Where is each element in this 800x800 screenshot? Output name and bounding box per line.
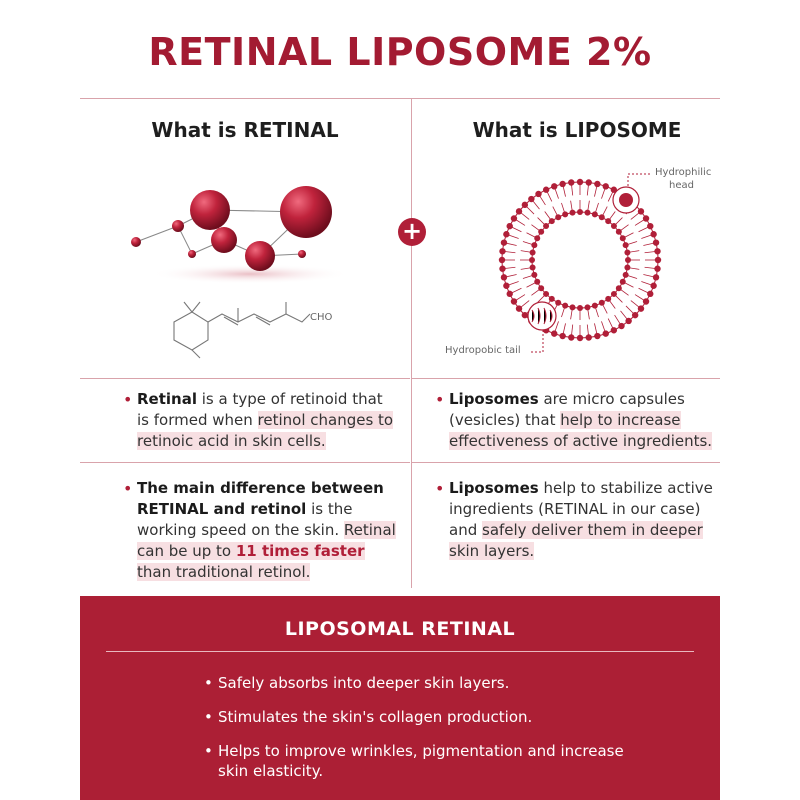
bullet-dot: • xyxy=(204,674,213,692)
atom-1 xyxy=(131,237,141,247)
panel-item: •Stimulates the skin's collagen producti… xyxy=(204,708,533,726)
atom-4 xyxy=(211,227,237,253)
page-title: RETINAL LIPOSOME 2% xyxy=(148,30,652,74)
hydrophobic-tail-zoom xyxy=(527,301,557,331)
atom-3 xyxy=(190,190,230,230)
liposome-bullet-1: • Liposomes are micro capsules (vesicles… xyxy=(435,390,713,450)
divider-left-2 xyxy=(80,462,410,463)
bullet-dot: • xyxy=(435,390,445,409)
atom-5 xyxy=(188,250,196,258)
atom-2 xyxy=(172,220,184,232)
structural-formula xyxy=(173,301,311,359)
panel-item: •Helps to improve wrinkles, pigmentation… xyxy=(204,742,624,780)
divider-right-1 xyxy=(412,378,720,379)
liposome-heading: What is LIPOSOME xyxy=(472,118,682,142)
retinal-heading: What is RETINAL xyxy=(151,118,339,142)
formula-cho-label: CHO xyxy=(310,312,333,323)
divider-right-2 xyxy=(412,462,720,463)
molecule-illustration xyxy=(131,186,350,284)
hydrophilic-label: Hydrophilic head xyxy=(655,167,712,191)
bullet-dot: • xyxy=(123,479,133,498)
atom-8 xyxy=(298,250,306,258)
atom-6 xyxy=(245,241,275,271)
panel-item: •Safely absorbs into deeper skin layers. xyxy=(204,674,510,692)
panel-title: LIPOSOMAL RETINAL xyxy=(284,618,516,640)
bullet-dot: • xyxy=(435,479,445,498)
bullet-dot: • xyxy=(204,742,213,760)
retinal-bullet-1: • Retinal is a type of retinoid that is … xyxy=(123,390,394,450)
retinal-bullet-2: • The main difference between RETINAL an… xyxy=(123,479,396,581)
liposome-illustration xyxy=(498,178,662,342)
plus-icon: + xyxy=(398,218,426,246)
divider-left-1 xyxy=(80,378,410,379)
bullet-dot: • xyxy=(123,390,133,409)
atom-7 xyxy=(280,186,332,238)
bullet-dot: • xyxy=(204,708,213,726)
center-divider xyxy=(411,98,412,588)
panel-divider xyxy=(106,651,694,652)
liposomal-retinal-panel: LIPOSOMAL RETINAL •Safely absorbs into d… xyxy=(80,596,720,800)
hydrophobic-label: Hydropobic tail xyxy=(445,345,521,356)
top-divider xyxy=(80,98,720,99)
liposome-bullet-2: • Liposomes help to stabilize active ing… xyxy=(435,479,713,560)
